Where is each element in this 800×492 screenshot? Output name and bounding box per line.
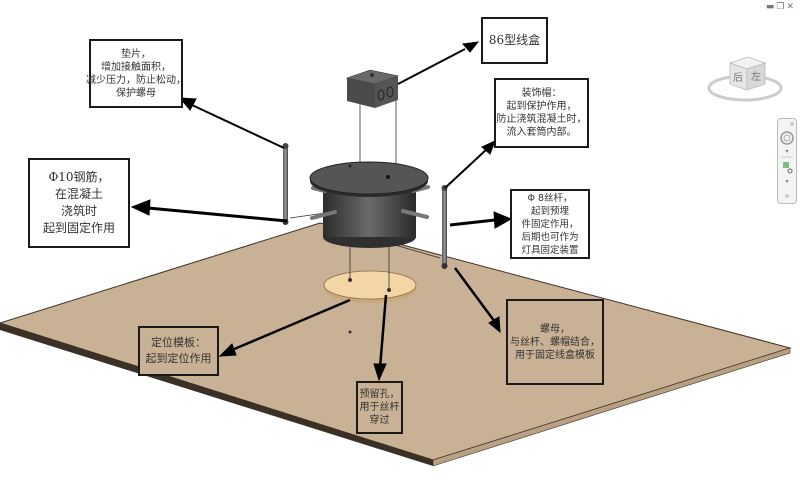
viewcube-face-back[interactable]: 后 bbox=[733, 72, 743, 84]
callout-line: 浇筑时 bbox=[60, 204, 97, 218]
navigation-bar: ▾ ▾ bbox=[777, 118, 797, 204]
minimize-icon[interactable]: ▬ bbox=[765, 2, 777, 12]
callout-line: 防止浇筑混凝土时， bbox=[496, 114, 587, 125]
restore-icon[interactable]: ❐ bbox=[776, 2, 787, 12]
callout-line: 用于丝杆 bbox=[359, 402, 400, 413]
steering-wheel-icon[interactable] bbox=[780, 131, 794, 145]
reserved-hole-mark bbox=[348, 330, 352, 334]
callout-line: 流入套筒内部。 bbox=[506, 127, 577, 138]
callout-line: 定位模板： bbox=[151, 336, 206, 349]
callout-reserved-hole: 预留孔， 用于丝杆 穿过 bbox=[356, 381, 403, 434]
callout-line: 螺母， bbox=[540, 323, 570, 335]
zoom-region-icon[interactable] bbox=[783, 162, 789, 168]
callout-line: 穿过 bbox=[369, 415, 390, 426]
callout-line: 起到预埋 bbox=[530, 205, 569, 217]
callout-line: Φ10钢筋， bbox=[48, 170, 110, 184]
close-icon[interactable]: ✕ bbox=[786, 2, 796, 12]
viewcube-face-left[interactable]: 左 bbox=[751, 70, 761, 83]
positioning-template-disc bbox=[323, 270, 417, 303]
callout-line: 装饰帽： bbox=[521, 88, 562, 99]
chevron-down-icon[interactable]: ▾ bbox=[785, 178, 788, 185]
callout-line: 与丝杆、螺帽结合， bbox=[510, 336, 600, 348]
callout-line: 保护螺母 bbox=[116, 87, 156, 99]
callout-nut: 螺母， 与丝杆、螺帽结合， 用于固定线盒模板 bbox=[506, 299, 604, 385]
chevron-down-icon[interactable]: ▾ bbox=[785, 148, 788, 155]
callout-line: 86型线盒 bbox=[488, 33, 541, 47]
callout-washer: 垫片， 增加接触面积， 减少压力，防止松动， 保护螺母 bbox=[86, 39, 186, 108]
viewcube[interactable]: 后 左 bbox=[705, 45, 785, 103]
callout-line: Φ 8丝杆， bbox=[527, 192, 573, 204]
callout-line: 起到固定作用 bbox=[42, 221, 115, 235]
callout-line: 减少压力，防止松动， bbox=[86, 74, 186, 86]
callout-line: 预留孔， bbox=[359, 389, 400, 400]
callout-arrows bbox=[130, 41, 513, 382]
rebar-rod-left bbox=[282, 143, 289, 225]
window-controls: ▬❐✕ bbox=[766, 2, 796, 12]
callout-line: 灯具固定装置 bbox=[521, 244, 579, 256]
callout-line: 件固定作用， bbox=[521, 218, 579, 230]
callout-rebar: Φ10钢筋， 在混凝土 浇筑时 起到固定作用 bbox=[28, 158, 130, 248]
callout-line: 垫片， bbox=[121, 48, 151, 60]
threaded-rod-right bbox=[441, 185, 448, 269]
callout-junction-box: 86型线盒 bbox=[481, 17, 548, 64]
callout-line: 在混凝土 bbox=[54, 187, 103, 201]
callout-line: 增加接触面积， bbox=[101, 61, 171, 73]
callout-line: 用于固定线盒模板 bbox=[515, 349, 595, 361]
callout-line: 后期也可作为 bbox=[521, 231, 579, 243]
callout-cap: 装饰帽： 起到保护作用， 防止浇筑混凝土时， 流入套筒内部。 bbox=[494, 78, 589, 148]
sleeve-cylinder bbox=[309, 161, 430, 248]
junction-box bbox=[345, 69, 400, 108]
callout-threaded-rod: Φ 8丝杆， 起到预埋 件固定作用， 后期也可作为 灯具固定装置 bbox=[510, 189, 590, 259]
callout-line: 起到定位作用 bbox=[145, 352, 212, 365]
callout-positioning-template: 定位模板： 起到定位作用 bbox=[138, 326, 219, 376]
callout-line: 起到保护作用， bbox=[506, 101, 577, 112]
formwork-plane bbox=[0, 222, 792, 467]
